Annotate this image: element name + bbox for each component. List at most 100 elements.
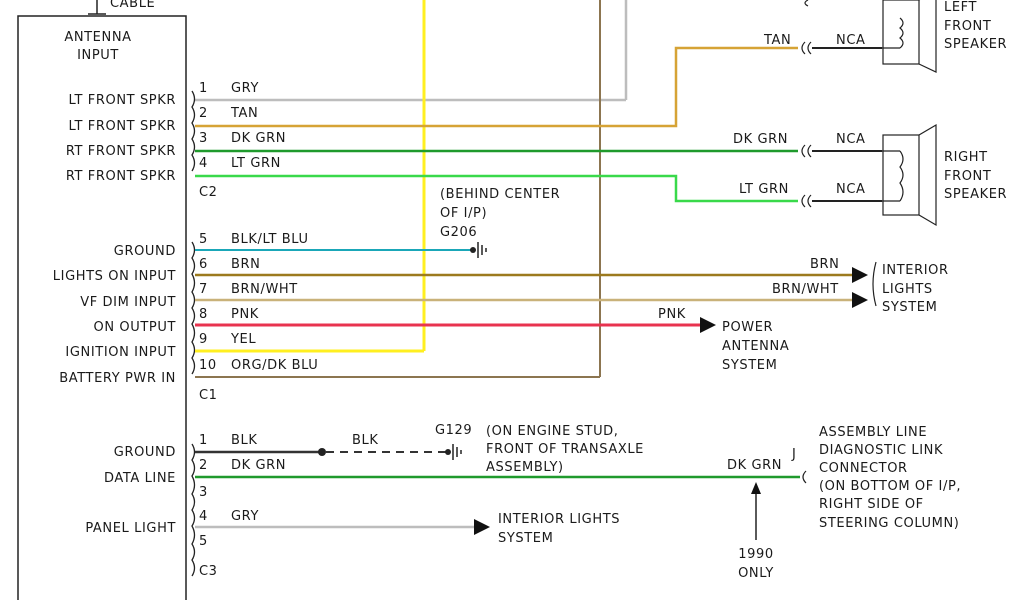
pin-num-9: 9 [199,332,208,347]
wire-code-c3-gry: GRY [231,509,259,524]
pin-label-c3-ground: GROUND [114,445,176,460]
right-speaker-name-1: RIGHT [944,150,988,165]
g129-wire-label: BLK [352,433,379,448]
wire-code-yel: YEL [230,332,256,347]
interior-lights-name-1: INTERIOR [882,263,949,278]
interior-lights-2-name-2: SYSTEM [498,531,553,546]
c3-pin-num-4: 4 [199,509,208,524]
wire-code-c3-dk-grn: DK GRN [231,458,286,473]
g206-note-2: OF I/P) [440,206,487,221]
c3-pin-num-3: 3 [199,485,208,500]
interior-lights-2-name-1: INTERIOR LIGHTS [498,512,620,527]
pin-num-5: 5 [199,232,208,247]
radio-unit-box [17,15,187,600]
pin-label-rt-front-spkr-4: RT FRONT SPKR [66,169,176,184]
right-speaker-wire-label-2: LT GRN [739,182,789,197]
pin-num-3: 3 [199,131,208,146]
wire-code-org-dk-blu: ORG/DK BLU [231,358,318,373]
pin-num-7: 7 [199,282,208,297]
left-front-speaker: TAN NCA LEFT FRONT SPEAKER [763,0,1007,73]
wire-tan [195,46,798,128]
wire-code-brn-wht: BRN/WHT [231,282,298,297]
wire-code-pnk: PNK [231,307,259,322]
pin-label-ignition-input: IGNITION INPUT [65,345,176,360]
left-speaker-nca: NCA [836,33,866,48]
wire-code-gry: GRY [231,81,259,96]
dlc-note-3: CONNECTOR [819,461,908,476]
right-speaker-nca-2: NCA [836,182,866,197]
wire-code-c3-blk: BLK [231,433,258,448]
right-speaker-wire-label-1: DK GRN [733,132,788,147]
power-antenna-name-1: POWER [722,320,773,335]
g129-name: G129 [435,423,472,438]
pin-label-panel-light: PANEL LIGHT [85,521,176,536]
year-note: 1990 ONLY [738,482,774,581]
interior-lights-name-2: LIGHTS [882,282,933,297]
right-speaker-name-3: SPEAKER [944,187,1007,202]
g129-note-3: ASSEMBLY) [486,460,564,475]
dlc-note-5: RIGHT SIDE OF [819,497,924,512]
wire-code-dk-grn: DK GRN [231,131,286,146]
g129-note-1: (ON ENGINE STUD, [486,424,619,439]
power-antenna-name-3: SYSTEM [722,358,777,373]
ground-g129: BLK G129 (ON ENGINE STUD, FRONT OF TRANS… [352,423,644,475]
dlc-note-4: (ON BOTTOM OF I/P, [819,479,961,494]
antenna-cable: CABLE [88,0,155,15]
interior-lights-name-3: SYSTEM [882,300,937,315]
right-speaker-name-2: FRONT [944,169,991,184]
pin-label-vf-dim-input: VF DIM INPUT [80,295,176,310]
pin-label-on-output: ON OUTPUT [94,320,176,335]
pin-label-lt-front-spkr-2: LT FRONT SPKR [68,119,176,134]
interior-lights-wire-brn: BRN [810,257,839,272]
wire-code-brn: BRN [231,257,260,272]
antenna-input-label-2: INPUT [77,48,119,63]
cable-label: CABLE [110,0,155,11]
ground-g206: (BEHIND CENTER OF I/P) G206 [440,187,560,258]
interior-lights-system: BRN BRN/WHT INTERIOR LIGHTS SYSTEM [772,257,949,315]
pin-num-2: 2 [199,106,208,121]
left-speaker-name-2: FRONT [944,19,991,34]
g129-note-2: FRONT OF TRANSAXLE [486,442,644,457]
dlc-note-2: DIAGNOSTIC LINK [819,443,943,458]
c3-pin-num-5: 5 [199,534,208,549]
interior-lights-wire-brn-wht: BRN/WHT [772,282,839,297]
left-speaker-name-1: LEFT [944,0,977,15]
pin-label-lights-on-input: LIGHTS ON INPUT [53,269,176,284]
pin-num-4: 4 [199,156,208,171]
pin-num-1: 1 [199,81,208,96]
right-front-speaker: DK GRN NCA LT GRN NCA RIGHT FRONT SPEAKE… [733,123,1007,227]
pin-label-lt-front-spkr-1: LT FRONT SPKR [68,93,176,108]
pin-label-data-line: DATA LINE [104,471,176,486]
interior-lights-system-c3: INTERIOR LIGHTS SYSTEM [474,512,620,546]
year-note-1: 1990 [738,547,773,562]
power-antenna-name-2: ANTENNA [722,339,789,354]
power-antenna-system: PNK POWER ANTENNA SYSTEM [658,307,789,373]
connector-c1: GROUND LIGHTS ON INPUT VF DIM INPUT ON O… [53,232,852,403]
connector-c3-label: C3 [199,564,218,579]
dlc-note-1: ASSEMBLY LINE [819,425,927,440]
pin-label-ground: GROUND [114,244,176,259]
assembly-line-diagnostic-link-connector: DK GRN J ASSEMBLY LINE DIAGNOSTIC LINK C… [727,425,961,531]
wire-code-lt-grn: LT GRN [231,156,281,171]
wire-code-blk-lt-blu: BLK/LT BLU [231,232,309,247]
year-note-2: ONLY [738,566,774,581]
dlc-note-6: STEERING COLUMN) [819,516,959,531]
pin-num-8: 8 [199,307,208,322]
g206-note-1: (BEHIND CENTER [440,187,560,202]
wire-code-tan: TAN [230,106,258,121]
pin-num-10: 10 [199,358,217,373]
pin-num-6: 6 [199,257,208,272]
c3-pin-num-2: 2 [199,458,208,473]
left-speaker-name-3: SPEAKER [944,37,1007,52]
wire-lt-grn [195,174,798,203]
g206-name: G206 [440,225,477,240]
left-speaker-wire-label: TAN [763,33,791,48]
power-antenna-wire-pnk: PNK [658,307,686,322]
right-speaker-nca-1: NCA [836,132,866,147]
dlc-pin-label: J [791,447,796,462]
connector-c1-label: C1 [199,388,218,403]
c3-pin-num-1: 1 [199,433,208,448]
pin-label-battery-pwr-in: BATTERY PWR IN [59,371,176,386]
dlc-wire-label: DK GRN [727,458,782,473]
